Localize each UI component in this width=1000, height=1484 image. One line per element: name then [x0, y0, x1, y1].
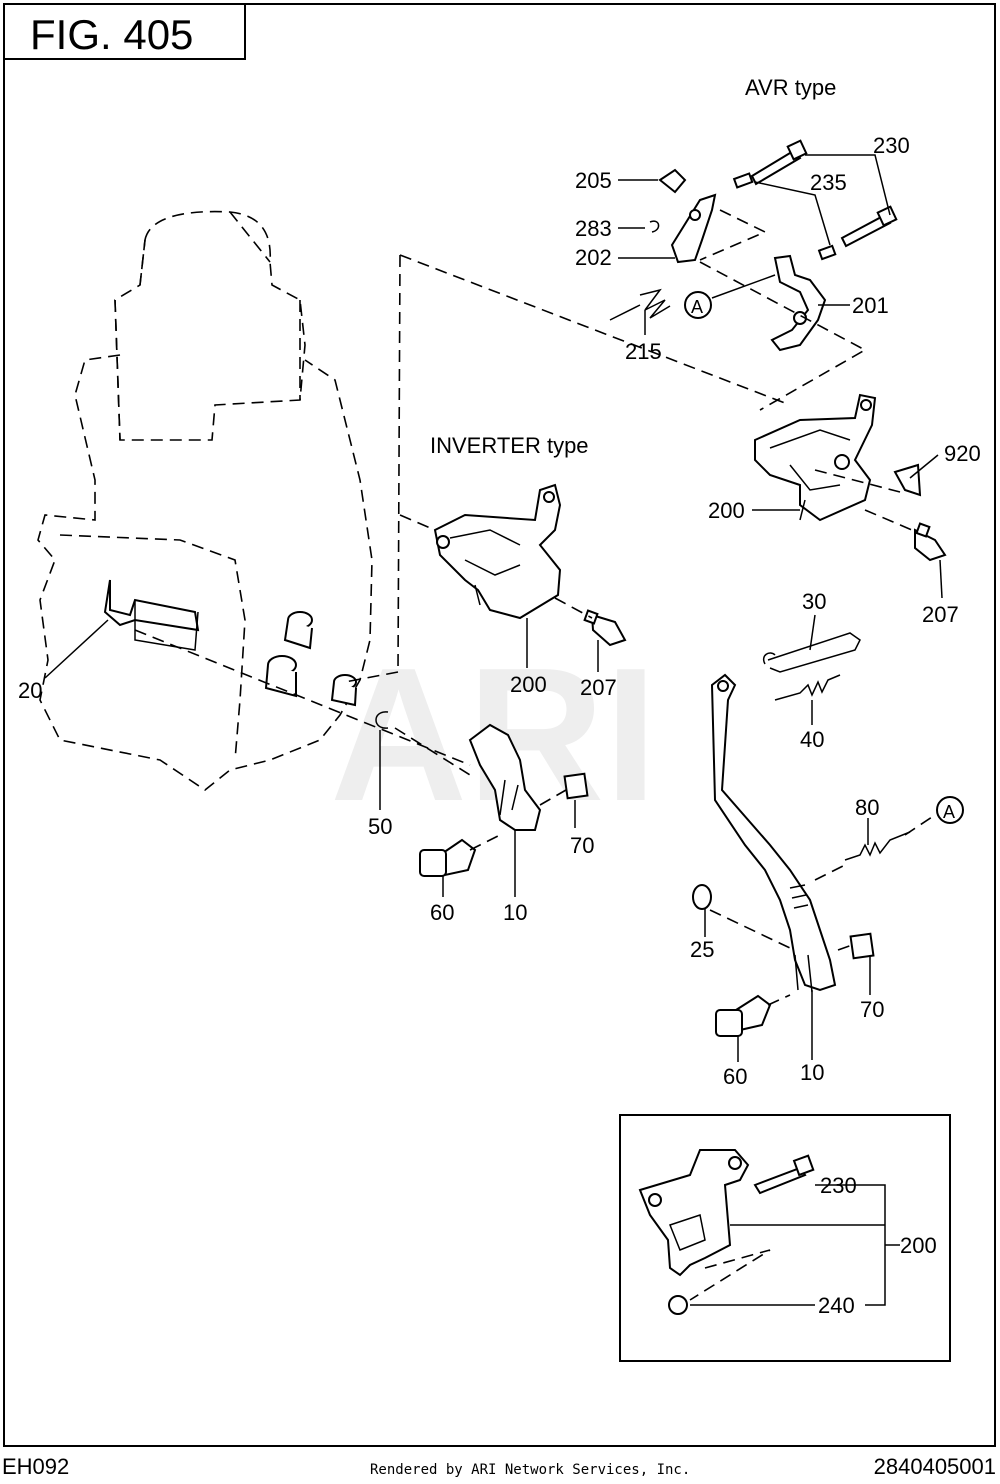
callout-200-inset: 200	[900, 1233, 937, 1258]
inset-bracket-drawing	[638, 1149, 900, 1315]
footer-right-code: 2840405001	[873, 1454, 996, 1479]
inverter-assembly-drawing	[44, 483, 627, 897]
inset-frame	[619, 1114, 951, 1362]
callout-60-left: 60	[430, 900, 454, 925]
section-label-inverter: INVERTER type	[430, 433, 589, 458]
callout-10-right: 10	[800, 1060, 824, 1085]
callout-a-mid: A	[943, 802, 955, 822]
callout-207-inverter: 207	[580, 675, 617, 700]
callout-40: 40	[800, 727, 824, 752]
callout-25: 25	[690, 937, 714, 962]
callout-920: 920	[944, 441, 981, 466]
callout-30: 30	[802, 589, 826, 614]
page-frame	[3, 3, 996, 1447]
figure-title-box: FIG. 405	[4, 4, 246, 60]
section-label-avr: AVR type	[745, 75, 836, 100]
callout-283: 283	[575, 216, 612, 241]
callout-230-inset: 230	[820, 1173, 857, 1198]
footer-left-code: EH092	[2, 1454, 70, 1479]
callout-215: 215	[625, 339, 662, 364]
callout-60-right: 60	[723, 1064, 747, 1089]
lever-drawing	[692, 614, 964, 1062]
callout-70-left: 70	[570, 833, 594, 858]
callout-205: 205	[575, 168, 612, 193]
callout-80: 80	[855, 795, 879, 820]
callout-202: 202	[575, 245, 612, 270]
callout-200-avr: 200	[708, 498, 745, 523]
callout-200-inverter: 200	[510, 672, 547, 697]
callout-240-inset: 240	[818, 1293, 855, 1318]
callout-207-avr: 207	[922, 602, 959, 627]
callout-a-top: A	[691, 297, 703, 317]
callout-10-left: 10	[503, 900, 527, 925]
engine-outline-drawing	[37, 210, 373, 791]
callout-230-top: 230	[873, 133, 910, 158]
callout-70-right: 70	[860, 997, 884, 1022]
avr-assembly-drawing	[344, 139, 947, 683]
footer-rendered-by: Rendered by ARI Network Services, Inc.	[370, 1462, 691, 1478]
callout-50: 50	[368, 814, 392, 839]
callout-235: 235	[810, 170, 847, 195]
figure-title: FIG. 405	[30, 11, 194, 58]
callout-20: 20	[18, 678, 42, 703]
callout-201: 201	[852, 293, 889, 318]
